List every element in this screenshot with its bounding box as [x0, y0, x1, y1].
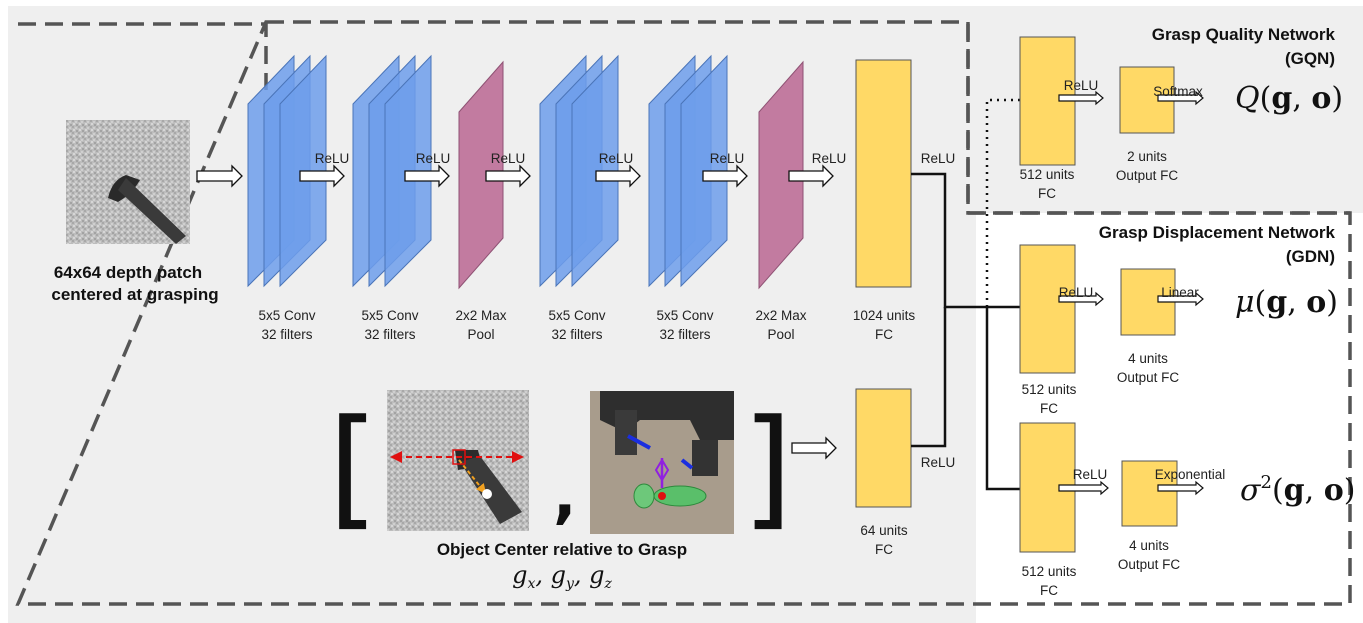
layer-3-label-line2: Pool [467, 327, 494, 342]
gqn-out-label-line1: 2 units [1127, 149, 1167, 164]
fc-64-block [855, 388, 912, 508]
gqn-out-label-line2: Output FC [1116, 168, 1179, 183]
gdn-output-block-2 [1121, 460, 1178, 527]
gdn-out1-label-line2: Output FC [1117, 370, 1180, 385]
gdn-fc2-label-line1: 512 units [1022, 564, 1077, 579]
gdn-fc1-label-line1: 512 units [1022, 382, 1077, 397]
gdn-linear-label: Linear [1161, 285, 1199, 300]
gqn-relu-label: ReLU [1064, 78, 1099, 93]
object-center-caption: Object Center relative to Grasp [437, 540, 687, 559]
gdn-exponential-label: Exponential [1155, 467, 1226, 482]
relu-arrow-2 [404, 164, 450, 188]
layer-7-label-line1: 1024 units [853, 308, 916, 323]
layer-5-label-line1: 5x5 Conv [656, 308, 713, 323]
input-label-line1: 64x64 depth patch [54, 263, 202, 282]
relu-label-3: ReLU [491, 151, 526, 166]
layer-1-label-line1: 5x5 Conv [258, 308, 315, 323]
layer-4-label-line1: 5x5 Conv [548, 308, 605, 323]
gdn-relu-label-1: ReLU [1059, 285, 1094, 300]
gdn-fc-512-block-2 [1019, 422, 1076, 553]
layer-6-label-line1: 2x2 Max [755, 308, 806, 323]
layer-3-label-line1: 2x2 Max [455, 308, 506, 323]
layer-4-label-line2: 32 filters [551, 327, 602, 342]
gdn-relu-arrow-1 [1058, 291, 1104, 307]
pool-layer-2 [758, 60, 804, 290]
gdn-mean-formula: μ(g, o) [1235, 285, 1338, 320]
gdn-linear-arrow [1157, 291, 1204, 307]
relu-label-7: ReLU [921, 151, 956, 166]
relu-arrow-6 [788, 164, 834, 188]
fc-64-label-line2: FC [875, 542, 893, 557]
gdn-title-line1: Grasp Displacement Network [1099, 223, 1336, 242]
gdn-fc2-label-line2: FC [1040, 583, 1058, 598]
input-arrow [196, 164, 243, 188]
input-label-line2: centered at grasping [51, 285, 218, 304]
object-center-depth-image [387, 390, 529, 531]
gdn-relu-arrow-2 [1058, 480, 1109, 496]
left-bracket: [ [328, 391, 379, 543]
gqn-softmax-arrow [1157, 90, 1204, 106]
gqn-softmax-label: Softmax [1153, 84, 1203, 99]
relu-arrow-4 [595, 164, 641, 188]
relu-label-5: ReLU [710, 151, 745, 166]
comma-separator: , [553, 458, 577, 531]
pool-layer-1 [458, 60, 504, 290]
layer-7-label-line2: FC [875, 327, 893, 342]
gdn-variance-formula: σ2(g, o) [1240, 472, 1355, 508]
fc-64-label-line1: 64 units [860, 523, 908, 538]
relu-label-4: ReLU [599, 151, 634, 166]
layer-5-label-line2: 32 filters [659, 327, 710, 342]
relu-arrow-5 [702, 164, 748, 188]
relu-arrow-1 [299, 164, 345, 188]
gdn-out2-label-line2: Output FC [1118, 557, 1181, 572]
layer-6-label-line2: Pool [767, 327, 794, 342]
gdn-fc-512-block-1 [1019, 244, 1076, 374]
relu-label-1: ReLU [315, 151, 350, 166]
gqn-relu-arrow [1058, 90, 1104, 106]
gdn-exponential-arrow [1157, 480, 1204, 496]
relu-label-2: ReLU [416, 151, 451, 166]
gqn-fc-label-line1: 512 units [1020, 167, 1075, 182]
gdn-out1-label-line1: 4 units [1128, 351, 1168, 366]
gdn-out2-label-line1: 4 units [1129, 538, 1169, 553]
gqn-fc-label-line2: FC [1038, 186, 1056, 201]
right-bracket: ] [742, 391, 793, 543]
merge-connectors [911, 172, 1020, 491]
gqn-title-line1: Grasp Quality Network [1152, 25, 1336, 44]
gdn-relu-label-2: ReLU [1073, 467, 1108, 482]
gdn-title-line2: (GDN) [1286, 247, 1335, 266]
object-center-arrow [791, 436, 837, 460]
relu-label-6: ReLU [812, 151, 847, 166]
object-center-math: gx, gy, gz [512, 561, 612, 592]
relu-arrow-3 [485, 164, 531, 188]
relu-label-8: ReLU [921, 455, 956, 470]
gripper-render-image [590, 391, 734, 534]
gqn-output-formula: Q(g, o) [1235, 81, 1343, 116]
layer-2-label-line1: 5x5 Conv [361, 308, 418, 323]
layer-2-label-line2: 32 filters [364, 327, 415, 342]
fc-1024-block [855, 59, 912, 288]
gdn-fc1-label-line2: FC [1040, 401, 1058, 416]
layer-1-label-line2: 32 filters [261, 327, 312, 342]
gqn-dashed-boundary [966, 24, 1350, 215]
gqn-title-line2: (GQN) [1285, 49, 1335, 68]
conv-layer-3 [539, 54, 619, 288]
input-depth-patch [66, 120, 190, 244]
